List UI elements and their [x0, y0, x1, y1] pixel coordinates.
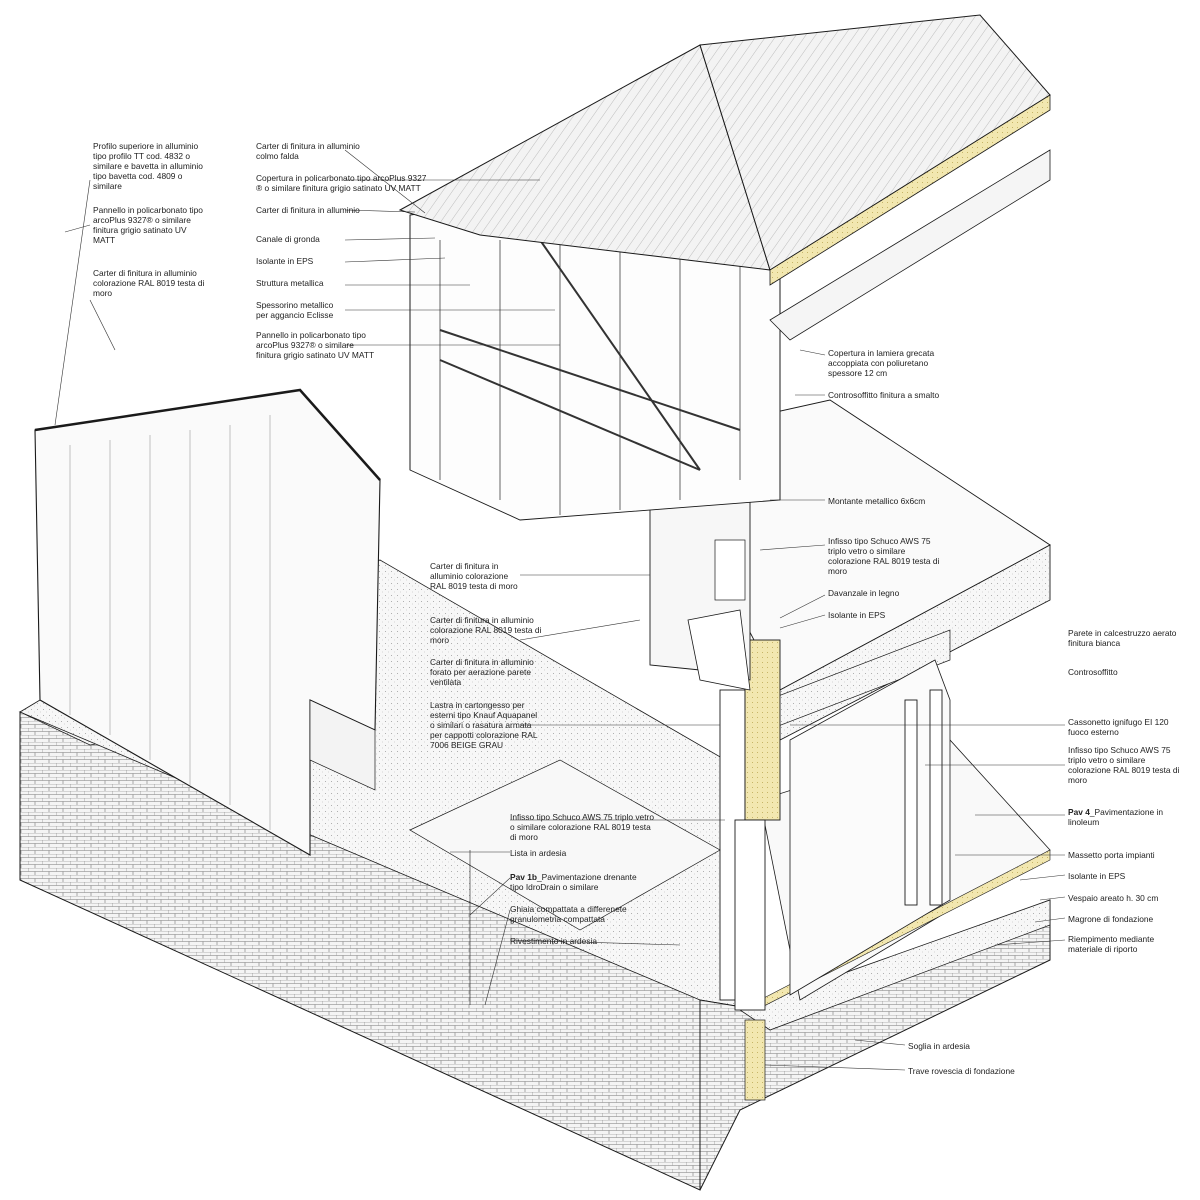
wall-section	[719, 639, 781, 1101]
label-ghiaia: Ghiaia compattata a differenete granulom…	[510, 904, 627, 924]
window-reveal	[649, 484, 751, 691]
label-controsoffitto: Controsoffitto	[1068, 667, 1118, 677]
label-carter-finitura: Carter di finitura in alluminio	[256, 205, 360, 215]
label-carter-center-1: Carter di finitura in alluminio colorazi…	[430, 561, 518, 591]
label-carter-ral-left: Carter di finitura in alluminio colorazi…	[93, 268, 205, 298]
label-copertura-lamiera: Copertura in lamiera grecata accoppiata …	[828, 348, 935, 378]
label-soglia: Soglia in ardesia	[908, 1041, 970, 1051]
label-canale-gronda: Canale di gronda	[256, 234, 320, 244]
polycarbonate-gable-panel	[34, 388, 381, 856]
roof	[398, 14, 1051, 341]
label-rivestimento: Rivestimento in ardesia	[510, 936, 598, 946]
label-pav4: Pav 4_Pavimentazione in linoleum	[1068, 807, 1163, 827]
label-controsoffitto-smalto: Controsoffitto finitura a smalto	[828, 390, 940, 400]
paving-strip	[409, 759, 721, 1005]
label-carter-colmo: Carter di finitura in alluminio colmo fa…	[256, 141, 360, 161]
label-struttura-metallica: Struttura metallica	[256, 278, 324, 288]
label-lista-ardesia: Lista in ardesia	[510, 848, 567, 858]
label-carter-center-2: Carter di finitura in alluminio colorazi…	[430, 615, 542, 645]
label-davanzale: Davanzale in legno	[828, 588, 900, 598]
label-pannello-policarbonato-2: Pannello in policarbonato tipo arcoPlus …	[256, 330, 375, 360]
right-window-wall	[789, 659, 951, 996]
label-infisso-3: Infisso tipo Schuco AWS 75 triplo vetro …	[510, 812, 654, 842]
label-pannello-policarbonato-1: Pannello in policarbonato tipo arcoPlus …	[93, 205, 203, 245]
leader-lines	[54, 149, 1066, 1071]
label-infisso-2: Infisso tipo Schuco AWS 75 triplo vetro …	[1068, 745, 1180, 785]
label-pav1b: Pav 1b_Pavimentazione drenante tipo Idro…	[510, 872, 637, 892]
label-isolante-eps-mid: Isolante in EPS	[828, 610, 886, 620]
pav1b-text: _Pavimentazione drenante tipo IdroDrain …	[510, 872, 637, 892]
label-cassonetto: Cassonetto ignifugo EI 120 fuoco esterno	[1068, 717, 1169, 737]
label-riempimento: Riempimento mediante materiale di riport…	[1068, 934, 1155, 954]
label-massetto: Massetto porta impianti	[1068, 850, 1155, 860]
label-copertura-policarbonato: Copertura in policarbonato tipo arcoPlus…	[256, 173, 427, 193]
label-isolante-eps-low: Isolante in EPS	[1068, 871, 1126, 881]
label-vespaio: Vespaio areato h. 30 cm	[1068, 893, 1159, 903]
pav4-code: Pav 4	[1068, 807, 1090, 817]
label-lastra-cartongesso: Lastra in cartongesso per esterni tipo K…	[430, 700, 538, 750]
label-trave: Trave rovescia di fondazione	[908, 1066, 1015, 1076]
label-magrone: Magrone di fondazione	[1068, 914, 1154, 924]
label-carter-forato: Carter di finitura in alluminio forato p…	[430, 657, 534, 687]
label-profilo-superiore: Profilo superiore in alluminio tipo prof…	[93, 141, 203, 191]
label-spessorino: Spessorino metallico per aggancio Ecliss…	[256, 300, 334, 320]
label-parete-cls: Parete in calcestruzzo aerato finitura b…	[1068, 628, 1177, 648]
label-isolante-eps-top: Isolante in EPS	[256, 256, 314, 266]
pav1b-code: Pav 1b	[510, 872, 538, 882]
label-montante: Montante metallico 6x6cm	[828, 496, 926, 506]
pav4-text: _Pavimentazione in linoleum	[1068, 807, 1163, 827]
label-infisso-1: Infisso tipo Schuco AWS 75 triplo vetro …	[828, 536, 940, 576]
